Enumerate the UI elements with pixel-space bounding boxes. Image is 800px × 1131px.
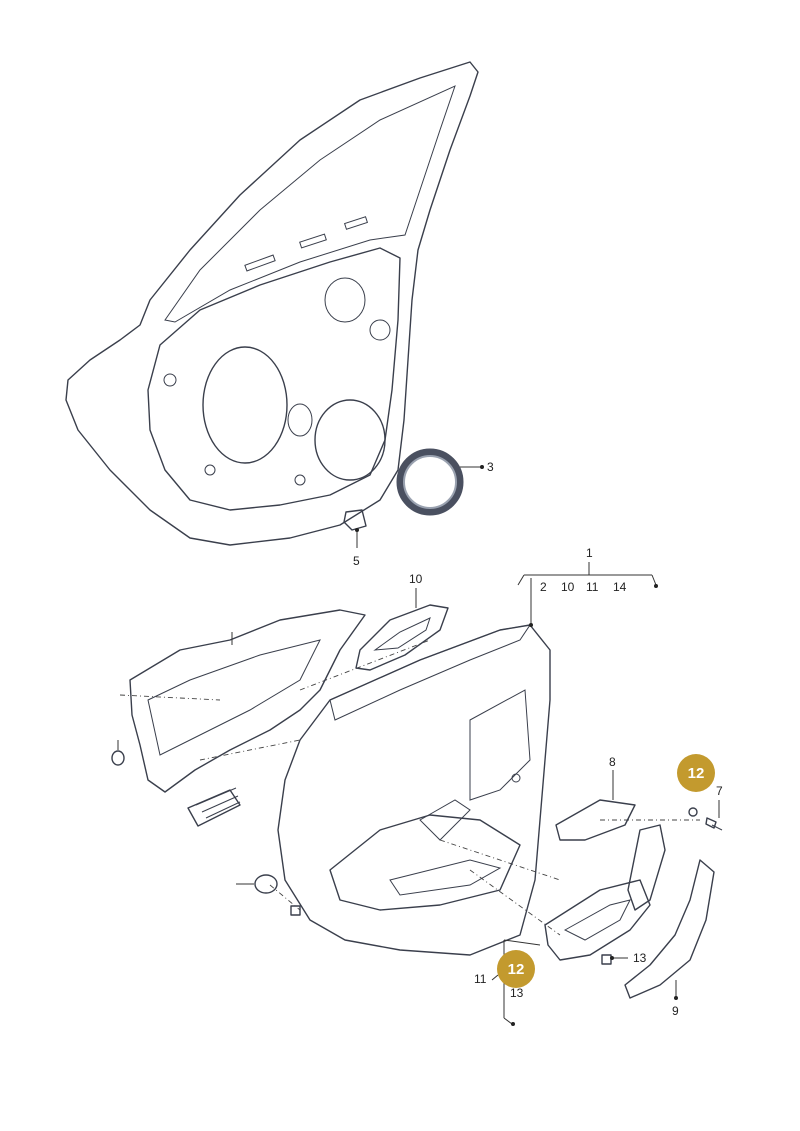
trim-strip xyxy=(624,859,715,999)
door-trim-panel xyxy=(277,624,551,956)
speaker-seal-ring xyxy=(396,448,464,516)
inner-handle-bezel xyxy=(355,604,449,671)
badge-12-top-right[interactable]: 12 xyxy=(677,754,715,792)
callout-1-sub-a: 2 xyxy=(540,580,547,594)
callout-9: 9 xyxy=(672,1004,679,1018)
callout-1-sub-b: 10 xyxy=(561,580,575,594)
callout-1-group: 1 2 10 11 14 xyxy=(517,546,658,627)
callout-11: 11 xyxy=(474,972,487,986)
clip-12-top xyxy=(688,807,698,817)
small-grommet xyxy=(111,750,125,766)
door-inner-frame xyxy=(65,61,479,546)
cable-guide-cylinder xyxy=(187,787,241,827)
screw-7 xyxy=(705,817,723,831)
callout-10: 10 xyxy=(409,572,423,586)
callout-13a: 13 xyxy=(510,986,524,1000)
clip-part xyxy=(343,509,367,531)
callout-1-sub-d: 14 xyxy=(613,580,627,594)
sound-insulation-pad xyxy=(129,609,366,793)
callout-1: 1 xyxy=(586,546,593,560)
door-opening-large xyxy=(202,346,288,464)
callout-7: 7 xyxy=(716,784,723,798)
armrest-bracket xyxy=(544,824,666,961)
callout-1-sub-c: 11 xyxy=(586,580,599,594)
round-plug xyxy=(254,874,278,894)
callout-8: 8 xyxy=(609,755,616,769)
callout-13b: 13 xyxy=(633,951,647,965)
callout-5: 5 xyxy=(353,554,360,568)
speaker-opening xyxy=(314,399,386,481)
badge-12-bottom-label: 12 xyxy=(508,961,525,978)
nut-13 xyxy=(601,954,612,965)
callout-3: 3 xyxy=(487,460,494,474)
badge-12-top-right-label: 12 xyxy=(688,765,705,782)
badge-12-bottom[interactable]: 12 xyxy=(497,950,535,988)
small-nut xyxy=(290,905,301,916)
armrest-insert xyxy=(555,799,636,841)
